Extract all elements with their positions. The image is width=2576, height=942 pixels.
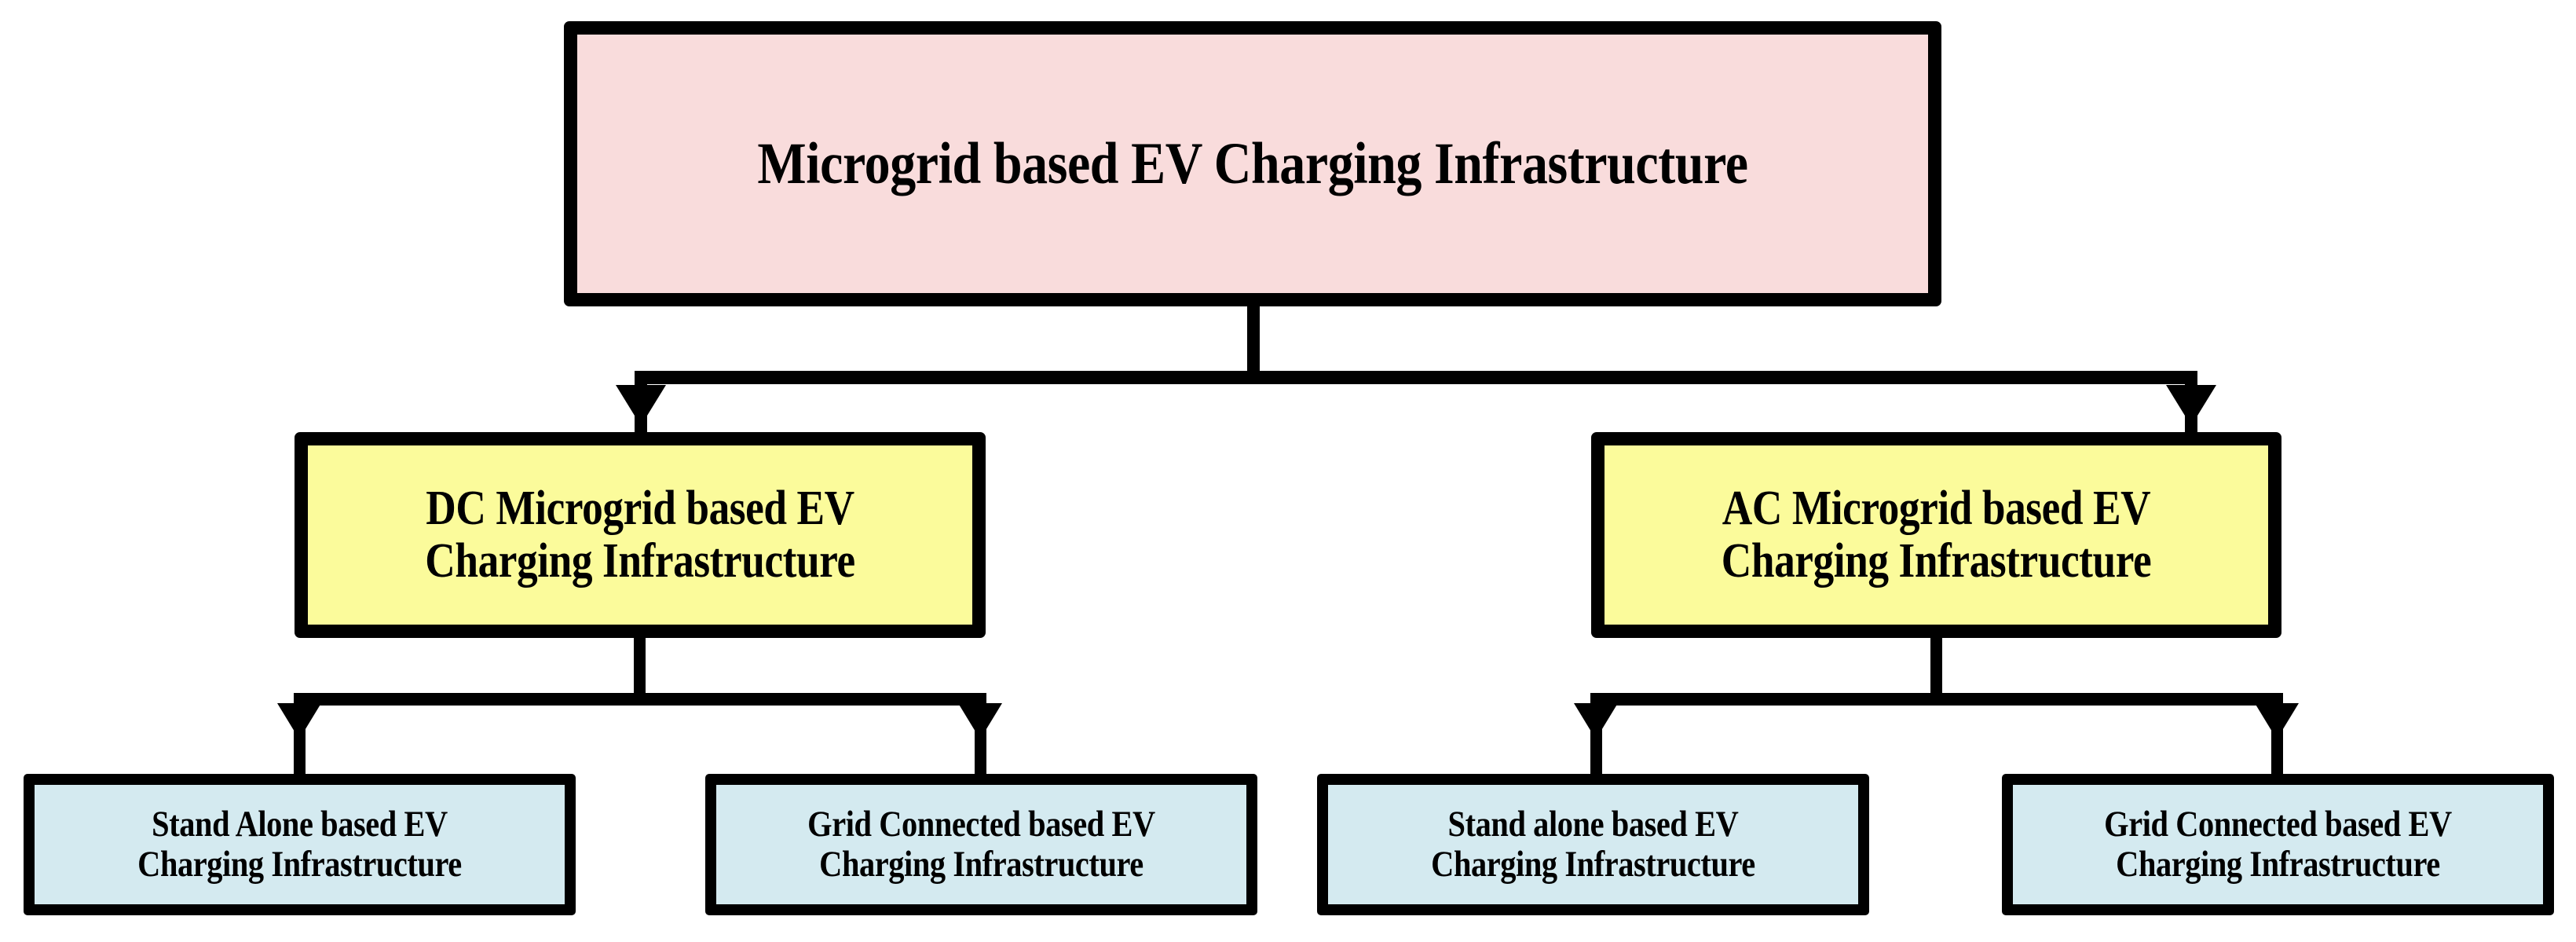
node-ac-microgrid[interactable]: AC Microgrid based EV Charging Infrastru…	[1591, 432, 2281, 638]
node-dc-microgrid-label: DC Microgrid based EV Charging Infrastru…	[425, 482, 855, 588]
node-dc-grid-connected[interactable]: Grid Connected based EV Charging Infrast…	[705, 774, 1257, 915]
connector-dc-stem	[634, 638, 646, 693]
arrowhead-ac-stand-alone	[1574, 703, 1618, 739]
node-dc-microgrid[interactable]: DC Microgrid based EV Charging Infrastru…	[295, 432, 986, 638]
node-root-microgrid[interactable]: Microgrid based EV Charging Infrastructu…	[564, 21, 1941, 306]
node-dc-grid-connected-label: Grid Connected based EV Charging Infrast…	[807, 804, 1155, 885]
connector-ac-bus	[1590, 693, 2283, 706]
connector-ac-stem	[1930, 638, 1942, 693]
arrowhead-dc-grid-connected	[958, 703, 1002, 739]
node-ac-grid-connected[interactable]: Grid Connected based EV Charging Infrast…	[2002, 774, 2554, 915]
connector-level2-bus	[635, 371, 2197, 384]
node-ac-grid-connected-label: Grid Connected based EV Charging Infrast…	[2104, 804, 2452, 885]
node-dc-stand-alone-label: Stand Alone based EV Charging Infrastruc…	[137, 804, 462, 885]
arrowhead-ac-microgrid	[2166, 385, 2216, 426]
arrowhead-dc-microgrid	[616, 385, 666, 426]
node-ac-microgrid-label: AC Microgrid based EV Charging Infrastru…	[1721, 482, 2152, 588]
arrowhead-dc-stand-alone	[277, 703, 321, 739]
node-dc-stand-alone[interactable]: Stand Alone based EV Charging Infrastruc…	[24, 774, 576, 915]
connector-root-stem	[1247, 306, 1260, 371]
arrowhead-ac-grid-connected	[2255, 703, 2299, 739]
node-root-label: Microgrid based EV Charging Infrastructu…	[757, 131, 1748, 196]
connector-dc-bus	[294, 693, 986, 706]
node-ac-stand-alone-label: Stand alone based EV Charging Infrastruc…	[1431, 804, 1755, 885]
node-ac-stand-alone[interactable]: Stand alone based EV Charging Infrastruc…	[1317, 774, 1869, 915]
